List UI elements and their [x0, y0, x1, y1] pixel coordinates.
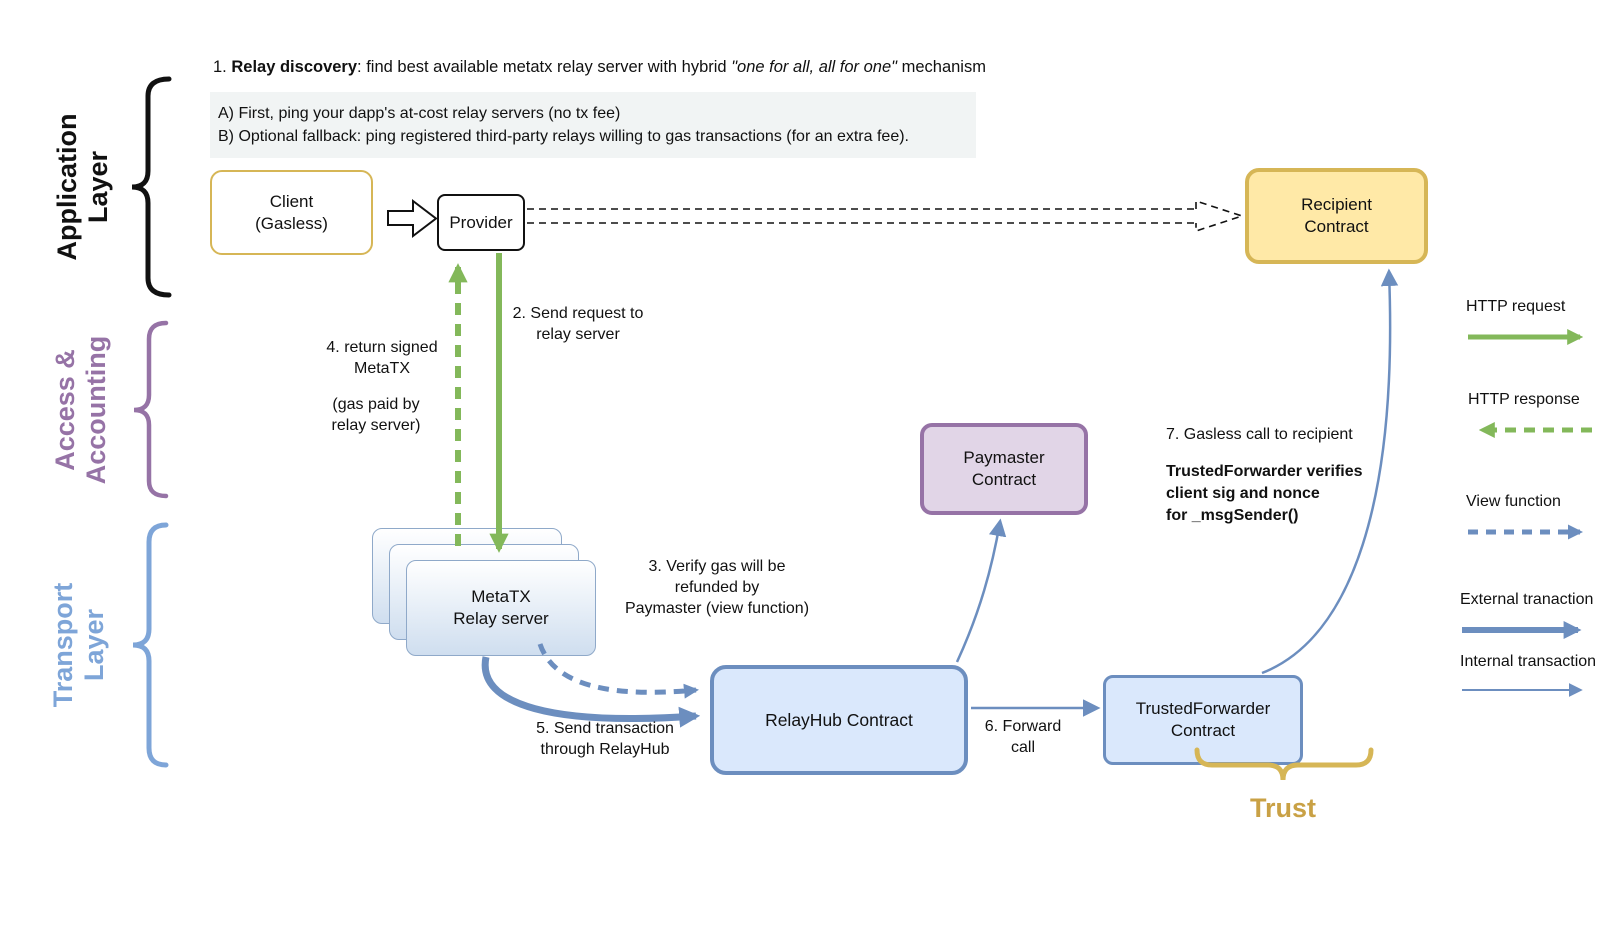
legend-http-response-label: HTTP response	[1468, 391, 1580, 408]
provider-label: Provider	[449, 212, 513, 232]
note-prefix: 1.	[213, 58, 232, 76]
relayhub-label: RelayHub Contract	[765, 710, 913, 730]
forwarder-label-line1: TrustedForwarder	[1135, 699, 1271, 718]
step4-line4: relay server)	[331, 417, 421, 434]
step3-line2: refunded by	[674, 579, 760, 596]
step4-label: 4. return signed MetaTX	[312, 337, 452, 379]
step2-label: 2. Send request to relay server	[498, 303, 658, 345]
step4-gas-note: (gas paid by relay server)	[306, 394, 446, 436]
transport-layer-line1: Transport	[48, 582, 78, 708]
option-b-text: B) Optional fallback: ping registered th…	[218, 128, 909, 145]
note-mid: : find best available metatx relay serve…	[357, 58, 732, 76]
recipient-label-line2: Contract	[1304, 217, 1369, 236]
step7-bold2: client sig and nonce	[1166, 485, 1320, 502]
transport-layer-brace	[132, 522, 169, 768]
application-layer-brace	[131, 76, 172, 298]
trust-label: Trust	[1249, 793, 1316, 823]
note-italic: "one for all, all for one"	[731, 58, 898, 76]
relay-server-label-line2: Relay server	[453, 609, 549, 628]
step6-label: 6. Forward call	[968, 716, 1078, 758]
note-suffix: mechanism	[897, 58, 986, 76]
application-layer-line1: Application	[52, 113, 82, 261]
transport-layer-line2: Layer	[79, 608, 109, 682]
step2-line1: 2. Send request to	[512, 305, 644, 322]
step5-line1: 5. Send transaction	[536, 720, 674, 737]
paymaster-label-line1: Paymaster	[963, 448, 1045, 467]
legend-internal-transaction-label: Internal transaction	[1460, 653, 1597, 670]
step5-line2: through RelayHub	[540, 741, 670, 758]
forwarder-label-line2: Contract	[1170, 721, 1236, 740]
client-node: Client (Gasless)	[210, 170, 373, 255]
access-layer-line2: Accounting	[81, 335, 111, 485]
note-bold: Relay discovery	[231, 58, 358, 76]
step4-line2: MetaTX	[353, 360, 410, 377]
client-label-line2: (Gasless)	[255, 213, 328, 233]
client-label-line1: Client	[269, 191, 314, 211]
recipient-label-line1: Recipient	[1301, 195, 1372, 214]
relay-discovery-note: 1. Relay discovery: find best available …	[213, 57, 986, 78]
legend-http-request-label: HTTP request	[1466, 298, 1566, 315]
step4-line3: (gas paid by	[332, 396, 420, 413]
access-layer-brace	[133, 320, 169, 499]
step7-label: 7. Gasless call to recipient	[1166, 424, 1396, 445]
option-a-text: A) First, ping your dapp's at-cost relay…	[218, 105, 621, 122]
step4-line1: 4. return signed	[326, 339, 438, 356]
provider-to-recipient-dashed-arrow-icon	[527, 199, 1245, 233]
recipient-contract-node: Recipient Contract	[1245, 168, 1428, 264]
step6-line2: call	[1010, 739, 1035, 756]
step7-line1: 7. Gasless call to recipient	[1166, 426, 1353, 443]
application-layer-line2: Layer	[83, 150, 113, 224]
application-layer-label: Application Layer	[52, 67, 116, 307]
step2-line2: relay server	[536, 326, 620, 343]
step3-line1: 3. Verify gas will be	[648, 558, 786, 575]
transport-layer-label: Transport Layer	[48, 525, 112, 765]
legend-view-function-label: View function	[1466, 493, 1561, 510]
relay-server-label-line1: MetaTX	[471, 587, 531, 606]
provider-node: Provider	[437, 194, 525, 251]
relayhub-to-paymaster-arrow-icon	[955, 518, 1007, 663]
step7-bold-note: TrustedForwarder verifies client sig and…	[1166, 461, 1396, 527]
relay-server-node: MetaTX Relay server	[406, 560, 596, 656]
step6-line1: 6. Forward	[984, 718, 1062, 735]
step3-line3: Paymaster (view function)	[624, 600, 810, 617]
step7-bold3: for _msgSender()	[1166, 507, 1299, 524]
paymaster-contract-node: Paymaster Contract	[920, 423, 1088, 515]
legend-external-transaction-label: External tranaction	[1460, 591, 1594, 608]
relay-options-box: A) First, ping your dapp's at-cost relay…	[210, 92, 976, 158]
relayhub-contract-node: RelayHub Contract	[710, 665, 968, 775]
paymaster-label-line2: Contract	[971, 470, 1037, 489]
step3-label: 3. Verify gas will be refunded by Paymas…	[612, 556, 822, 619]
access-accounting-layer-label: Access & Accounting	[50, 290, 114, 530]
trusted-forwarder-node: TrustedForwarder Contract	[1103, 675, 1303, 765]
access-layer-line1: Access &	[50, 349, 80, 471]
step7-bold1: TrustedForwarder verifies	[1166, 463, 1363, 480]
step5-label: 5. Send transaction through RelayHub	[520, 718, 690, 760]
client-to-provider-arrow-icon	[387, 198, 438, 239]
external-transaction-relay-to-relayhub-arrow-icon	[481, 656, 701, 728]
